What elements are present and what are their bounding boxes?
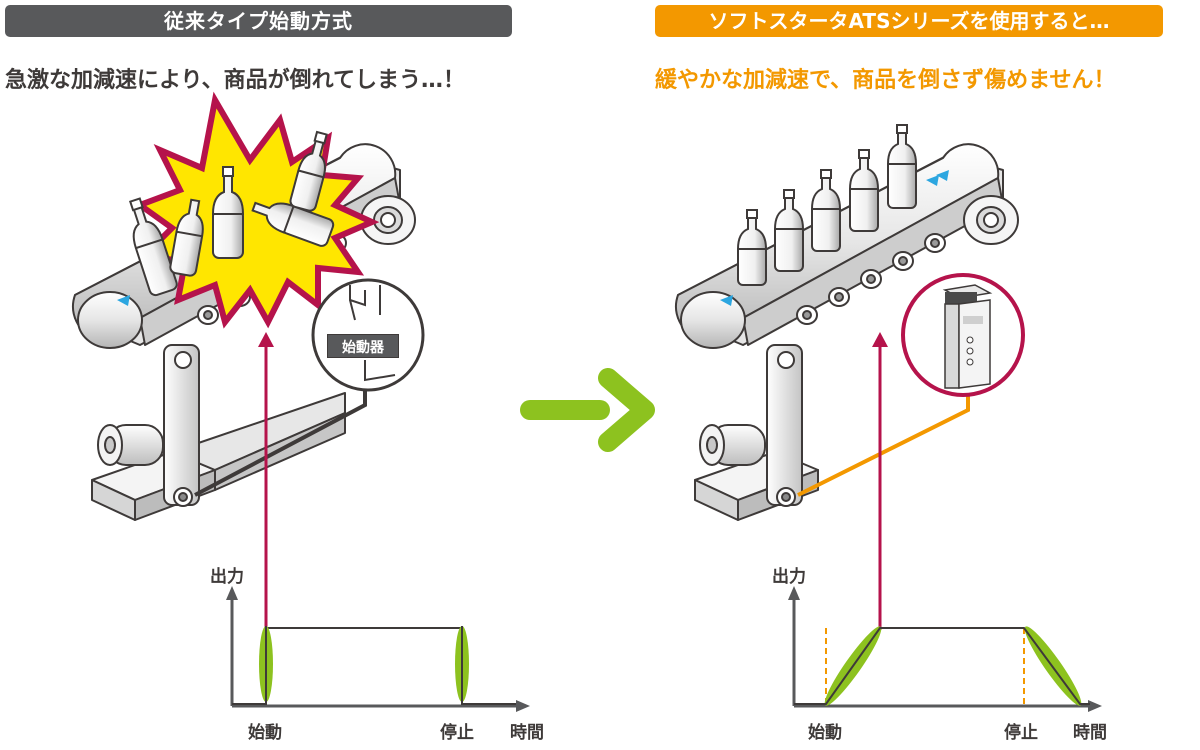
soft-starter-device-icon: [942, 284, 993, 389]
green-right-arrow-icon: [520, 368, 655, 452]
right-output-graph: [788, 586, 1102, 712]
right-banner: ソフトスタータATSシリーズを使用すると…: [655, 5, 1163, 37]
right-wire: [797, 392, 970, 497]
right-time-label: 時間: [1073, 722, 1107, 743]
right-motor: [699, 424, 766, 466]
starter-label: 始動器: [342, 339, 385, 356]
right-start-label: 始動: [808, 722, 842, 743]
right-belt-arrow-icon: [720, 295, 733, 306]
left-output-graph: [226, 586, 530, 712]
left-y-axis-label: 出力: [210, 566, 244, 587]
soft-starter-circle: [901, 273, 1025, 397]
left-belt-arrow-icon: [117, 295, 130, 306]
right-stop-label: 停止: [1004, 722, 1038, 743]
left-pointer-arrow: [258, 332, 274, 630]
left-leg: [163, 344, 200, 507]
right-pointer-arrow: [872, 332, 888, 630]
right-leg: [766, 344, 803, 507]
right-bottles: [736, 124, 918, 286]
left-subtitle: 急激な加減速により、商品が倒れてしまう…！: [5, 68, 466, 93]
right-y-axis-label: 出力: [772, 566, 806, 587]
right-belt-arrow-icon-3: [936, 170, 949, 181]
left-motor: [97, 424, 164, 466]
left-time-label: 時間: [510, 722, 544, 743]
left-banner: 従来タイプ始動方式: [5, 5, 512, 37]
left-bottles: [129, 130, 335, 297]
right-rollers: [796, 233, 946, 325]
right-subtitle: 緩やかな加減速で、商品を倒さず傷めません！: [655, 68, 1116, 93]
left-start-label: 始動: [248, 722, 282, 743]
left-wire: [194, 390, 367, 497]
left-starter-circle: [311, 278, 425, 392]
right-belt-arrow-icon-2: [926, 175, 939, 186]
left-stop-label: 停止: [440, 722, 474, 743]
